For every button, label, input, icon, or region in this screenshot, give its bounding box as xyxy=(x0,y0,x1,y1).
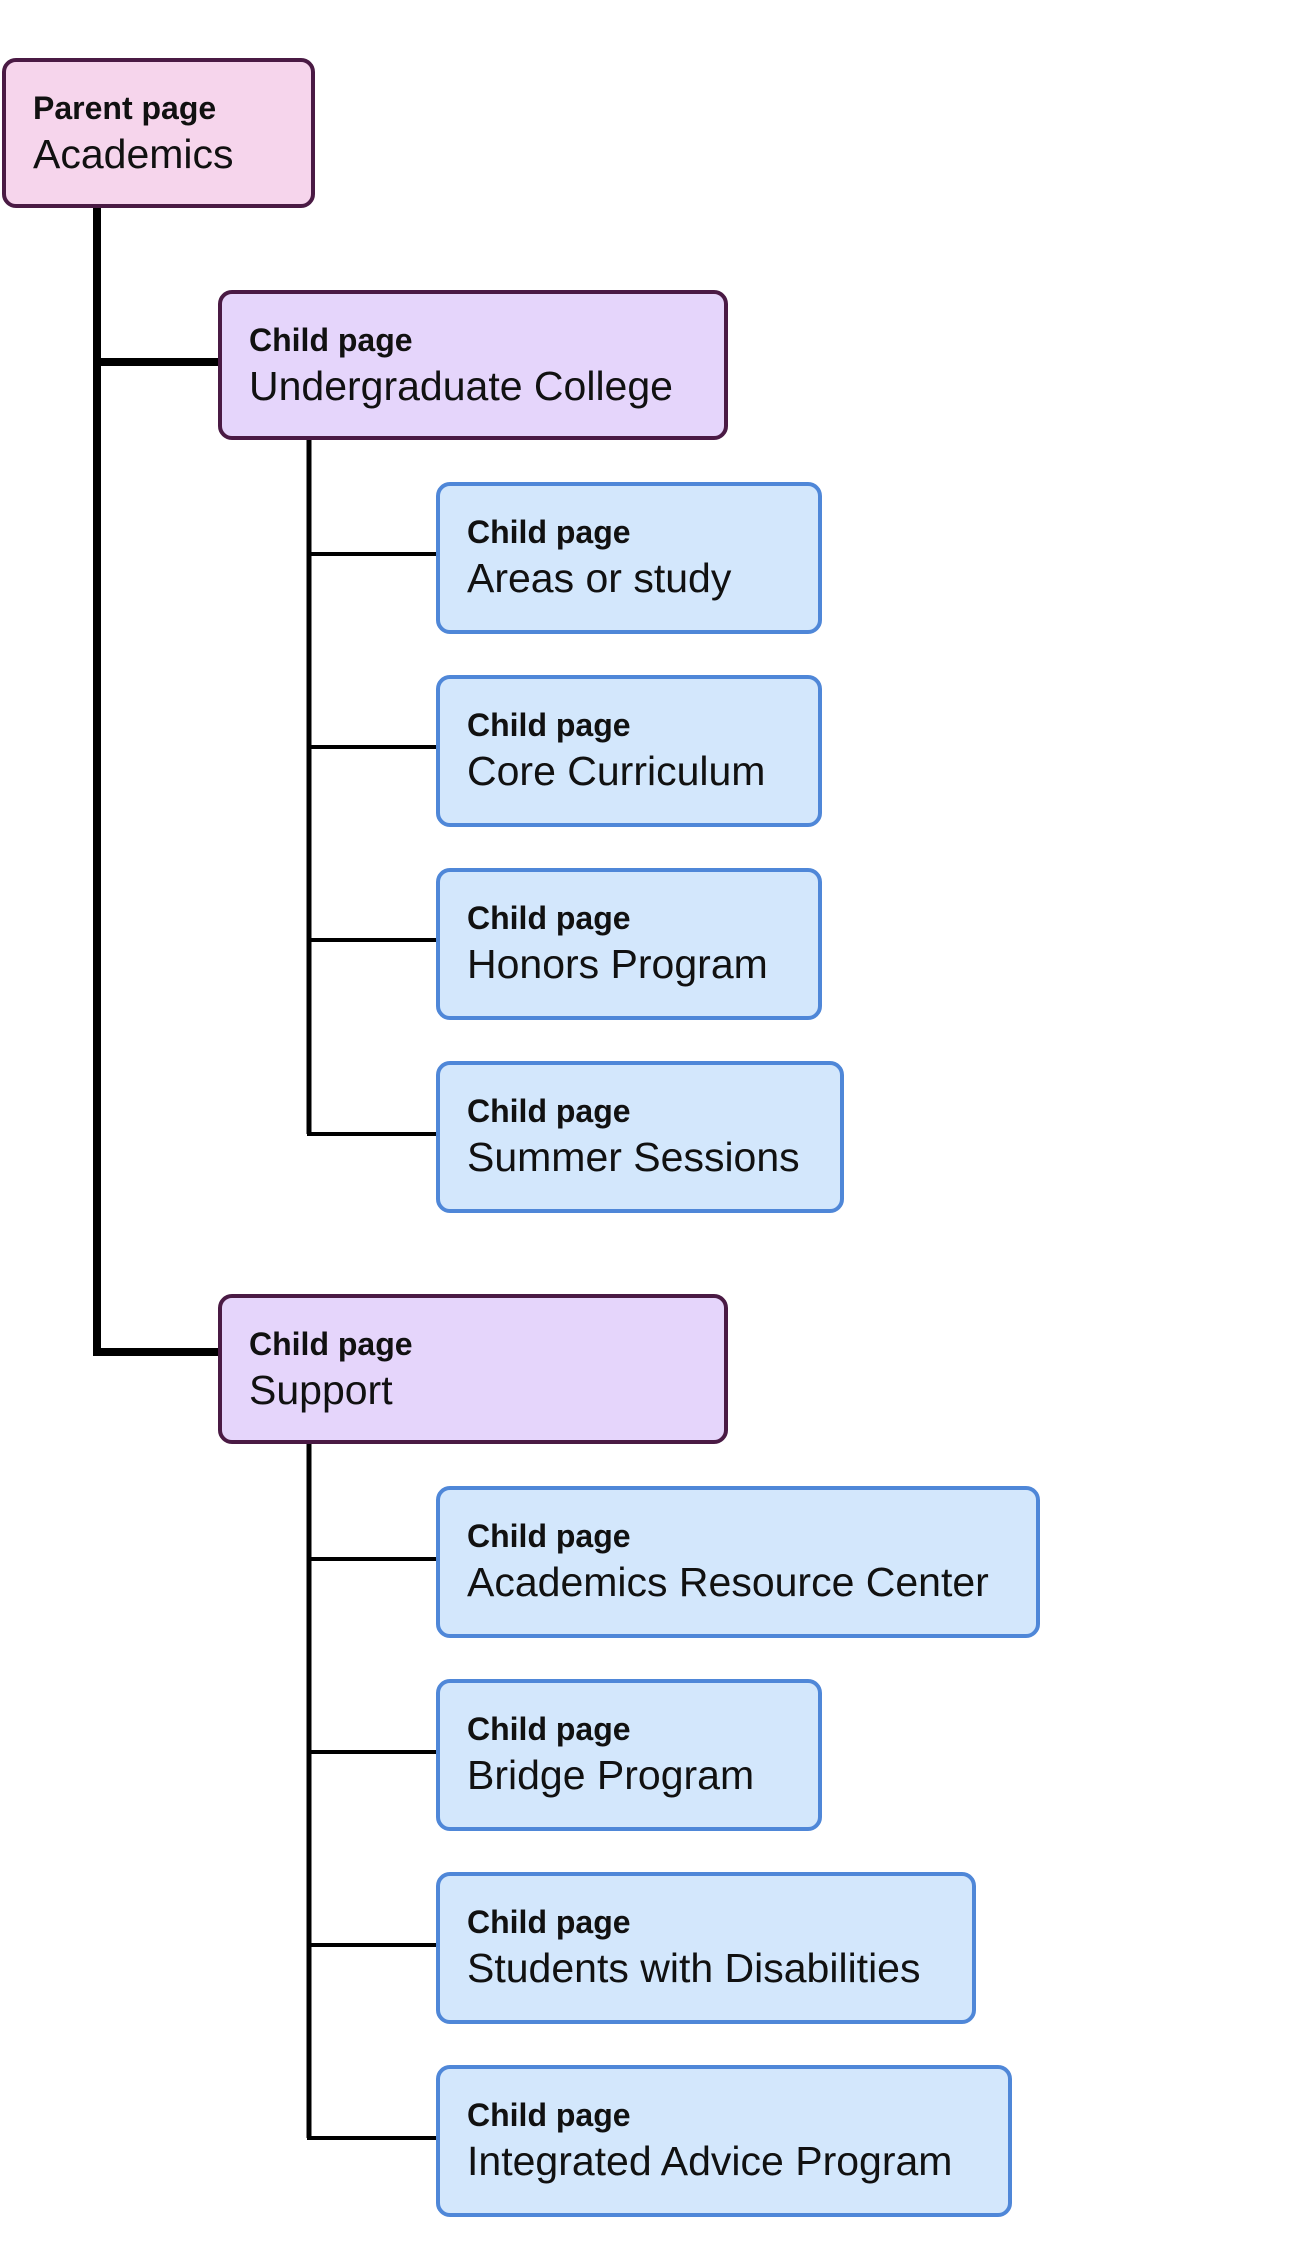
child-page-node-areas-or-study[interactable]: Child page Areas or study xyxy=(436,482,822,634)
node-kind-label: Child page xyxy=(467,1093,631,1129)
node-title: Core Curriculum xyxy=(467,748,766,794)
node-kind-label: Child page xyxy=(467,707,631,743)
node-title: Students with Disabilities xyxy=(467,1945,921,1991)
node-title: Academics Resource Center xyxy=(467,1559,989,1605)
child-page-node-honors-program[interactable]: Child page Honors Program xyxy=(436,868,822,1020)
node-kind-label: Child page xyxy=(467,514,631,550)
node-title: Summer Sessions xyxy=(467,1134,800,1180)
child-page-node-integrated-advice-program[interactable]: Child page Integrated Advice Program xyxy=(436,2065,1012,2217)
node-title: Bridge Program xyxy=(467,1752,755,1798)
node-kind-label: Child page xyxy=(467,2097,631,2133)
node-title: Support xyxy=(249,1367,393,1413)
node-title: Integrated Advice Program xyxy=(467,2138,953,2184)
node-title: Undergraduate College xyxy=(249,363,673,409)
node-title: Academics xyxy=(33,131,234,177)
child-page-node-support[interactable]: Child page Support xyxy=(218,1294,728,1444)
node-kind-label: Child page xyxy=(249,322,413,358)
node-title: Areas or study xyxy=(467,555,732,601)
node-kind-label: Child page xyxy=(467,1904,631,1940)
child-page-node-bridge-program[interactable]: Child page Bridge Program xyxy=(436,1679,822,1831)
node-kind-label: Child page xyxy=(467,900,631,936)
child-page-node-summer-sessions[interactable]: Child page Summer Sessions xyxy=(436,1061,844,1213)
child-page-node-academics-resource-center[interactable]: Child page Academics Resource Center xyxy=(436,1486,1040,1638)
node-kind-label: Child page xyxy=(467,1711,631,1747)
child-page-node-undergraduate-college[interactable]: Child page Undergraduate College xyxy=(218,290,728,440)
parent-page-node[interactable]: Parent page Academics xyxy=(2,58,315,208)
node-kind-label: Parent page xyxy=(33,90,217,126)
child-page-node-core-curriculum[interactable]: Child page Core Curriculum xyxy=(436,675,822,827)
node-kind-label: Child page xyxy=(249,1326,413,1362)
node-kind-label: Child page xyxy=(467,1518,631,1554)
node-title: Honors Program xyxy=(467,941,768,987)
child-page-node-students-with-disabilities[interactable]: Child page Students with Disabilities xyxy=(436,1872,976,2024)
